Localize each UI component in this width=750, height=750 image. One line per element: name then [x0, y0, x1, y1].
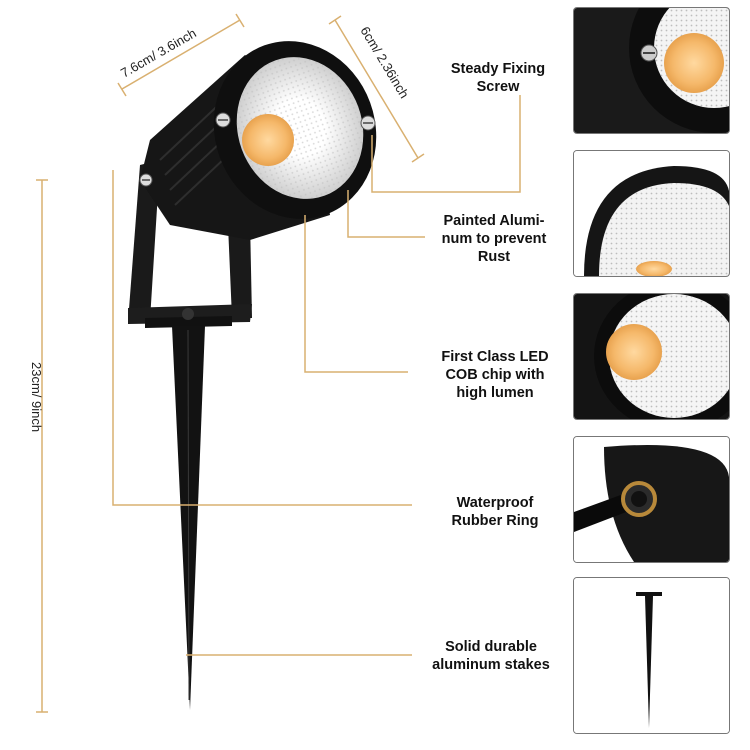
width-label: 7.6cm/ 3.6inch — [118, 25, 199, 80]
callout-rubber-ring: Waterproof Rubber Ring — [451, 495, 539, 529]
callout-fixing-screw: Steady Fixing Screw — [450, 61, 546, 95]
leader-lines — [112, 95, 521, 656]
detail-aluminum-stake — [573, 577, 730, 734]
depth-label: 6cm/ 2.36inch — [357, 24, 412, 101]
callout-painted-aluminum: Painted Alumi- num to prevent Rust — [441, 213, 547, 265]
height-label: 23cm/ 9inch — [29, 362, 44, 432]
detail-painted-housing — [573, 150, 730, 277]
detail-fixing-screw — [573, 7, 730, 134]
callout-cob-chip: First Class LED COB chip with high lumen — [441, 349, 549, 401]
detail-cob-chip — [573, 293, 730, 420]
spotlight-main — [128, 41, 377, 710]
callout-aluminum-stakes: Solid durable aluminum stakes — [432, 639, 550, 673]
dimension-height: 23cm/ 9inch — [29, 179, 48, 713]
detail-rubber-ring — [573, 436, 730, 563]
